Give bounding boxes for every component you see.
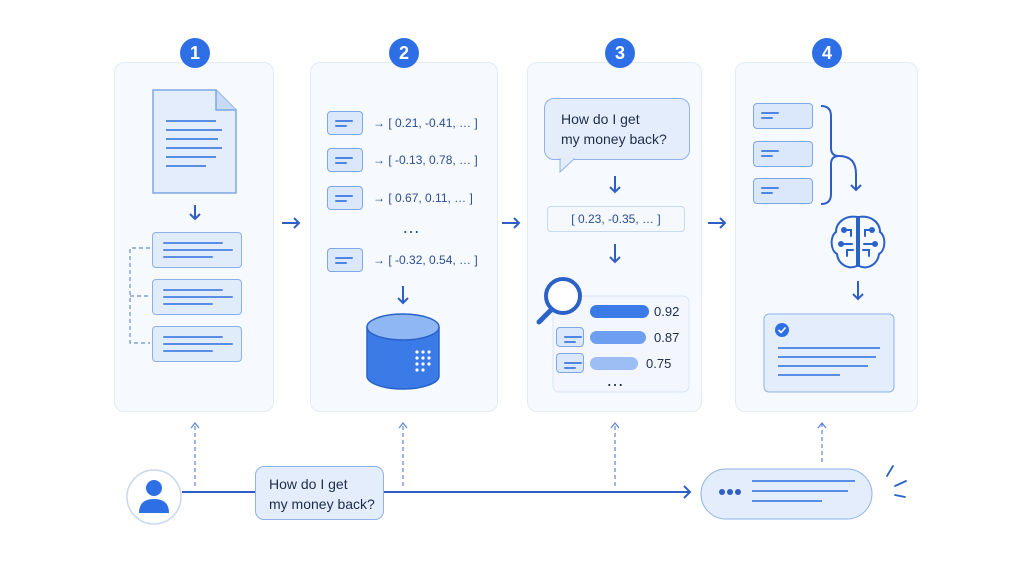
arrow-right-icon <box>708 217 727 229</box>
arrow-right-icon <box>282 217 301 229</box>
chunk-chip-1 <box>327 111 363 135</box>
context-chip-3 <box>753 178 813 204</box>
context-chip-2 <box>753 141 813 167</box>
brain-icon <box>830 215 886 269</box>
vector-2: → [ -0.13, 0.78, … ] <box>373 153 478 167</box>
context-chip-1 <box>753 103 813 129</box>
answer-card <box>763 313 895 393</box>
vector-ellipsis: … <box>402 217 420 237</box>
chunk-chip-4 <box>327 248 363 272</box>
down-arrow-icon <box>609 176 621 194</box>
arrow-right-icon: → <box>373 116 389 130</box>
vector-2-text: [ -0.13, 0.78, … ] <box>388 153 478 167</box>
vector-3-text: [ 0.67, 0.11, … ] <box>388 191 473 205</box>
step-2-badge: 2 <box>389 38 419 68</box>
down-arrow-icon <box>852 281 864 301</box>
document-icon <box>152 89 237 194</box>
down-arrow-icon <box>609 244 621 264</box>
score-bar-3 <box>590 357 638 370</box>
chunk-bracket <box>129 247 150 344</box>
result-chip-2 <box>556 353 584 373</box>
dashed-up-arrows <box>190 422 827 486</box>
arrow-right-icon: → <box>373 191 389 205</box>
score-bar-1 <box>590 305 649 318</box>
database-icon <box>366 313 440 390</box>
vector-3: → [ 0.67, 0.11, … ] <box>373 191 473 205</box>
step-3-badge: 3 <box>605 38 635 68</box>
score-1: 0.92 <box>654 304 680 319</box>
user-question-line-2: my money back? <box>269 496 375 512</box>
score-2: 0.87 <box>654 330 680 345</box>
response-bubble <box>700 468 873 520</box>
score-3: 0.75 <box>646 356 672 371</box>
chunk-chip-3 <box>327 186 363 210</box>
query-flow-line <box>182 485 692 499</box>
vector-4-text: [ -0.32, 0.54, … ] <box>388 253 478 267</box>
query-line-2: my money back? <box>561 131 667 147</box>
query-bubble: How do I get my money back? <box>544 98 690 160</box>
down-arrow-icon <box>397 286 409 305</box>
step-1-badge: 1 <box>180 38 210 68</box>
step-4-badge: 4 <box>812 38 842 68</box>
sparkle-icon <box>886 465 907 498</box>
score-bar-2 <box>590 331 646 344</box>
query-vector-text: [ 0.23, -0.35, … ] <box>571 212 661 226</box>
query-line-1: How do I get <box>561 111 640 127</box>
user-avatar <box>126 469 182 525</box>
chunk-2 <box>152 279 242 315</box>
chunk-1 <box>152 232 242 268</box>
chunk-3 <box>152 326 242 362</box>
vector-1: → [ 0.21, -0.41, … ] <box>373 116 478 130</box>
result-chip-1 <box>556 327 584 347</box>
arrow-right-icon: → <box>373 253 389 267</box>
chunk-chip-2 <box>327 148 363 172</box>
arrow-right-icon: → <box>373 153 389 167</box>
vector-1-text: [ 0.21, -0.41, … ] <box>388 116 478 130</box>
query-vector: [ 0.23, -0.35, … ] <box>547 206 685 232</box>
magnifier-icon <box>536 277 582 325</box>
user-question-bubble: How do I get my money back? <box>255 466 384 520</box>
arrow-right-icon <box>502 217 521 229</box>
results-ellipsis: … <box>606 370 624 390</box>
retrieval-box <box>552 295 690 393</box>
user-question-line-1: How do I get <box>269 476 348 492</box>
context-brace <box>820 105 862 205</box>
down-arrow-icon <box>189 205 201 221</box>
vector-4: → [ -0.32, 0.54, … ] <box>373 253 478 267</box>
